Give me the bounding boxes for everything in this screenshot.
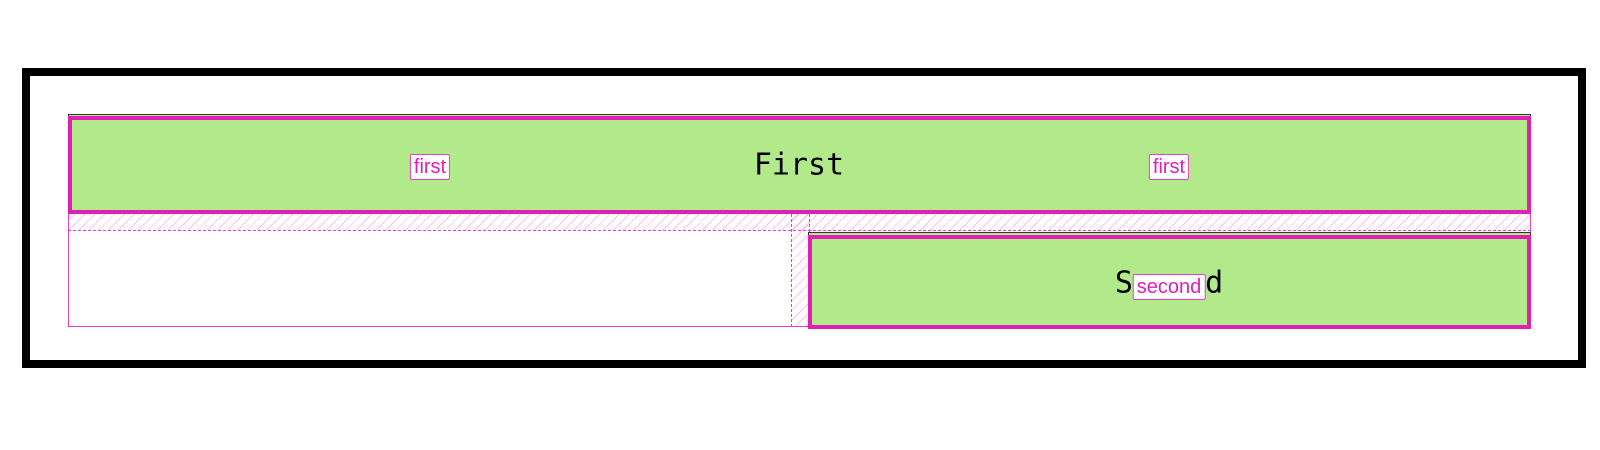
area-badge-first-left: first (409, 154, 451, 180)
area-badge-first-right: first (1148, 154, 1190, 180)
grid-line-row-2 (68, 230, 1531, 231)
grid-line-col-1 (791, 114, 792, 327)
grid-area-second-overlay (808, 235, 1531, 329)
grid-area-first-overlay (68, 116, 1531, 214)
grid-item-first-label: First (753, 147, 845, 183)
row-gap-hatch (68, 212, 1531, 230)
grid-line-col-2 (809, 114, 810, 327)
area-badge-second: second (1132, 274, 1206, 300)
